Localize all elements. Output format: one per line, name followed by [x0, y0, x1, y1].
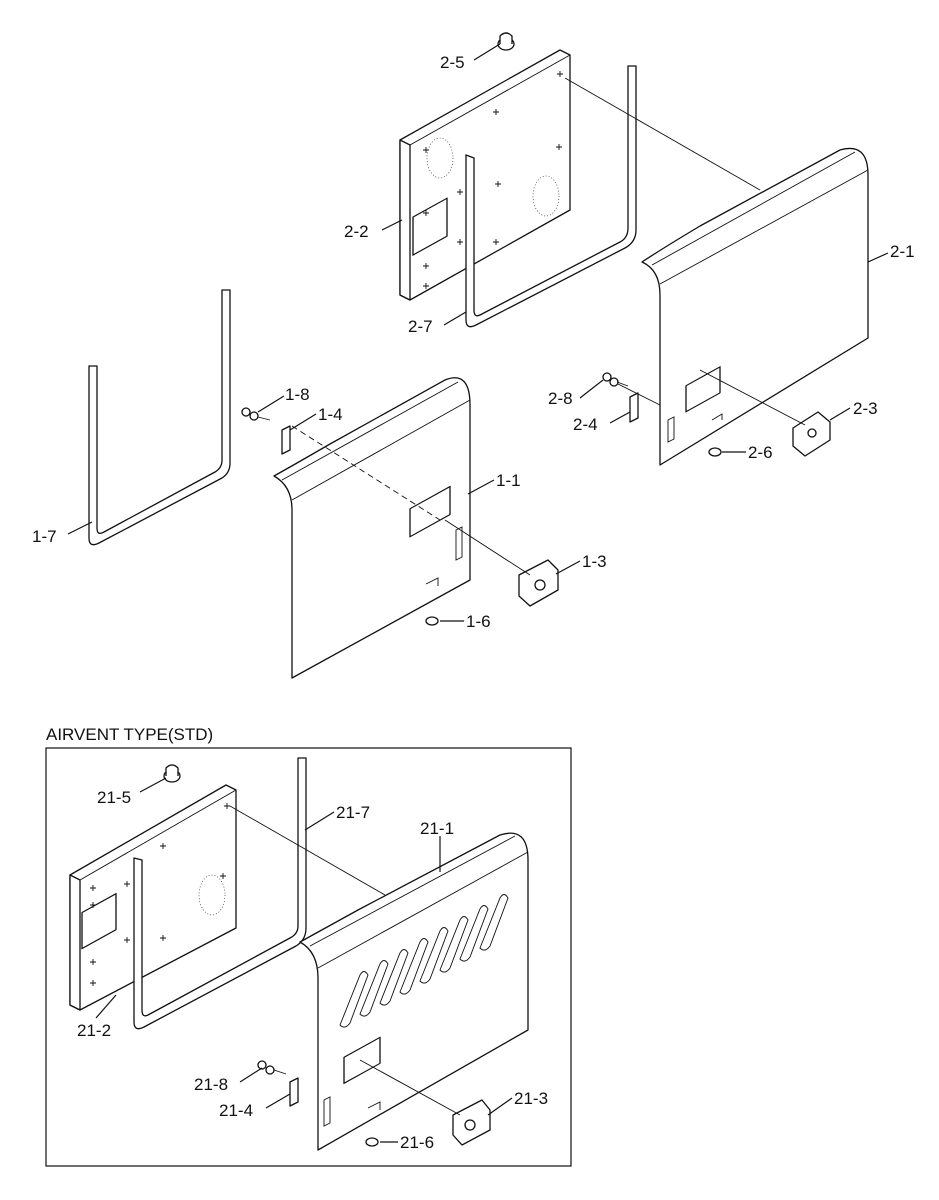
latch-21-3	[452, 1099, 491, 1146]
nut-2-6	[708, 447, 722, 457]
latch-1-3	[518, 559, 559, 607]
label-1-3: 1-3	[582, 552, 607, 571]
part-labels: 2-5 2-2 2-7 2-1 2-8 2-4 2-3 2-6 1-8 1-4 …	[32, 53, 915, 1152]
label-21-8: 21-8	[194, 1075, 228, 1094]
assembly-2	[399, 32, 869, 466]
air-vents	[339, 894, 509, 1028]
label-21-5: 21-5	[97, 788, 131, 807]
label-2-5: 2-5	[440, 53, 465, 72]
label-2-4: 2-4	[573, 415, 598, 434]
section-title: AIRVENT TYPE(STD)	[46, 725, 213, 744]
inner-plate-21-2	[69, 784, 237, 1011]
label-21-6: 21-6	[400, 1133, 434, 1152]
inner-plate-2-2	[399, 49, 571, 301]
side-panel-2-1	[641, 147, 869, 466]
bracket-2-4	[629, 392, 639, 423]
nut-1-6	[425, 616, 439, 626]
label-1-6: 1-6	[466, 612, 491, 631]
label-2-7: 2-7	[408, 317, 433, 336]
label-2-1: 2-1	[890, 242, 915, 261]
label-21-3: 21-3	[514, 1089, 548, 1108]
label-1-8: 1-8	[285, 385, 310, 404]
label-21-7: 21-7	[336, 803, 370, 822]
bolt-21-8	[257, 1060, 287, 1075]
assembly-1	[88, 289, 559, 679]
bolt-2-8	[602, 372, 629, 387]
bracket-1-4	[281, 425, 291, 455]
label-2-8: 2-8	[548, 389, 573, 408]
label-1-4: 1-4	[318, 405, 343, 424]
nut-21-6	[365, 1137, 379, 1147]
leader-lines	[67, 43, 889, 1143]
bracket-21-4	[289, 1077, 299, 1107]
label-21-2: 21-2	[77, 1021, 111, 1040]
knob-2-5	[497, 32, 515, 51]
latch-2-3	[792, 411, 831, 457]
side-panel-1-1	[273, 377, 471, 679]
gasket-21-7	[133, 757, 307, 1030]
gasket-2-7	[465, 65, 637, 328]
label-21-4: 21-4	[219, 1101, 253, 1120]
gasket-1-7	[88, 289, 231, 546]
side-panel-21-1	[299, 832, 529, 1151]
label-2-6: 2-6	[748, 443, 773, 462]
airvent-section-box	[45, 747, 572, 1167]
assembly-21	[69, 757, 529, 1151]
label-2-3: 2-3	[853, 399, 878, 418]
label-1-1: 1-1	[496, 471, 521, 490]
label-1-7: 1-7	[32, 527, 57, 546]
knob-21-5	[163, 764, 181, 783]
label-2-2: 2-2	[344, 222, 369, 241]
label-21-1: 21-1	[420, 819, 454, 838]
bolt-1-8	[241, 407, 271, 421]
